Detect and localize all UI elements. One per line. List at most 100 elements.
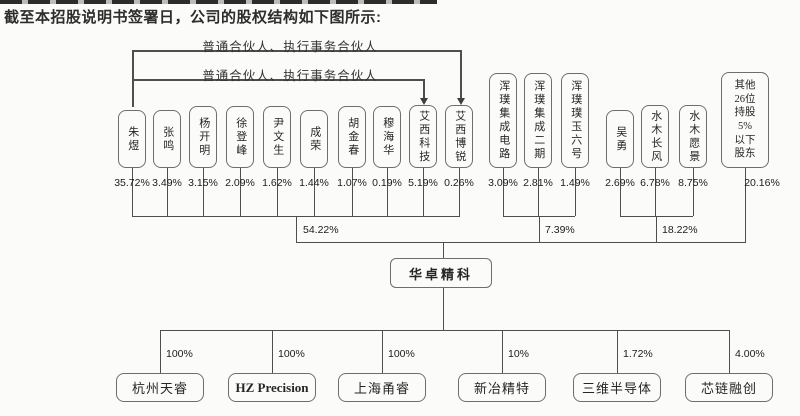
shareholder-box: 朱煜 — [118, 110, 146, 168]
ownership-percent: 8.75% — [678, 177, 708, 189]
shareholder-box-others: 其他 26位 持股 5% 以下 股东 — [721, 72, 769, 168]
shareholder-box: 浑璞集成二期 — [524, 73, 552, 168]
connector-line — [272, 330, 273, 373]
company-box: 华卓精科 — [390, 258, 492, 288]
connector-line — [729, 330, 730, 373]
connector-line — [745, 168, 746, 242]
shareholder-name: 水木长风 — [649, 109, 662, 164]
shareholder-box: 徐登峰 — [226, 106, 254, 168]
down-arrow-icon — [457, 98, 465, 105]
connector-line — [693, 168, 694, 216]
ownership-percent: 5.19% — [408, 177, 438, 189]
shareholder-box: 张鸣 — [153, 110, 181, 168]
connector-line — [314, 168, 315, 216]
connector-line — [132, 50, 460, 52]
subsidiary-name: 芯链融创 — [700, 381, 757, 396]
shareholder-name: 胡金春 — [346, 116, 359, 158]
subsidiary-box: 芯链融创 — [685, 373, 773, 402]
ownership-percent: 1.44% — [299, 177, 329, 189]
ownership-percent: 6.78% — [640, 177, 670, 189]
shareholder-name: 其他 26位 持股 5% 以下 股东 — [734, 80, 756, 160]
connector-line — [575, 168, 576, 216]
connector-line — [160, 330, 161, 373]
connector-line — [460, 50, 462, 98]
shareholder-box: 水木愿景 — [679, 105, 707, 168]
connector-line — [656, 216, 657, 242]
shareholder-box: 浑璞璞玉六号 — [561, 73, 589, 168]
group-percent-label: 7.39% — [545, 224, 575, 236]
subsidiary-box: 三维半导体 — [573, 373, 661, 402]
ownership-percent: 3.15% — [188, 177, 218, 189]
subsidiary-box: HZ Precision — [228, 373, 316, 402]
shareholder-box: 杨开明 — [189, 106, 217, 168]
connector-line — [296, 216, 297, 242]
shareholder-name: 张鸣 — [161, 125, 174, 153]
subsidiary-name: 新冶精特 — [473, 381, 530, 396]
connector-line — [352, 168, 353, 216]
connector-line — [423, 79, 425, 98]
shareholder-name: 尹文生 — [271, 116, 284, 158]
gp-label-top: 普通合伙人、执行事务合伙人 — [202, 40, 378, 54]
connector-line — [620, 168, 621, 216]
subsidiary-name: HZ Precision — [235, 379, 309, 395]
subsidiary-percent: 10% — [508, 348, 530, 360]
shareholder-box: 浑璞集成电路 — [489, 73, 517, 168]
subsidiary-percent: 1.72% — [623, 348, 653, 360]
shareholder-box: 水木长风 — [641, 105, 669, 168]
connector-line — [203, 168, 204, 216]
ownership-percent: 0.26% — [444, 177, 474, 189]
connector-line — [502, 330, 503, 373]
shareholder-name: 艾西科技 — [417, 109, 430, 164]
ownership-percent: 2.69% — [605, 177, 635, 189]
ownership-percent: 1.62% — [262, 177, 292, 189]
shareholder-name: 水木愿景 — [687, 109, 700, 164]
connector-line — [240, 168, 241, 216]
subsidiary-percent: 100% — [166, 348, 193, 360]
connector-line — [617, 330, 618, 373]
connector-line — [132, 168, 133, 216]
group-percent-label: 54.22% — [303, 224, 339, 236]
shareholder-box: 穆海华 — [373, 106, 401, 168]
connector-line — [655, 168, 656, 216]
connector-line — [443, 288, 444, 330]
ownership-percent: 35.72% — [114, 177, 150, 189]
connector-line — [277, 168, 278, 216]
ownership-percent: 3.49% — [152, 177, 182, 189]
connector-line — [387, 168, 388, 216]
gp-label-bottom: 普通合伙人、执行事务合伙人 — [202, 69, 378, 83]
connector-line — [160, 330, 730, 331]
shareholder-name: 浑璞集成电路 — [497, 80, 510, 161]
ownership-percent: 2.09% — [225, 177, 255, 189]
shareholder-name: 浑璞璞玉六号 — [569, 80, 582, 161]
connector-line — [459, 168, 460, 216]
connector-line — [132, 50, 134, 107]
shareholder-name: 徐登峰 — [234, 116, 247, 158]
connector-line — [443, 242, 444, 258]
shareholder-name: 艾西博锐 — [453, 109, 466, 164]
subsidiary-box: 杭州天睿 — [116, 373, 204, 402]
subsidiary-name: 三维半导体 — [581, 381, 652, 396]
cropped-text-artifact — [0, 0, 437, 4]
shareholder-name: 杨开明 — [197, 116, 210, 158]
connector-line — [423, 168, 424, 216]
page-title: 截至本招股说明书签署日，公司的股权结构如下图所示: — [4, 9, 382, 26]
connector-line — [132, 79, 423, 81]
connector-line — [538, 168, 539, 216]
company-name: 华卓精科 — [408, 266, 473, 282]
shareholder-box: 成荣 — [300, 110, 328, 168]
subsidiary-name: 杭州天睿 — [131, 381, 188, 396]
subsidiary-name: 上海甬睿 — [353, 381, 410, 396]
subsidiary-box: 上海甬睿 — [338, 373, 426, 402]
shareholder-name: 穆海华 — [381, 116, 394, 158]
ownership-percent: 1.49% — [560, 177, 590, 189]
subsidiary-percent: 100% — [388, 348, 415, 360]
shareholder-box: 吴勇 — [606, 110, 634, 168]
ownership-percent: 20.16% — [744, 177, 780, 189]
connector-line — [539, 216, 540, 242]
shareholder-name: 浑璞集成二期 — [532, 80, 545, 161]
shareholder-box: 胡金春 — [338, 106, 366, 168]
subsidiary-box: 新冶精特 — [458, 373, 546, 402]
connector-line — [503, 168, 504, 216]
shareholder-box: 艾西科技 — [409, 105, 437, 168]
